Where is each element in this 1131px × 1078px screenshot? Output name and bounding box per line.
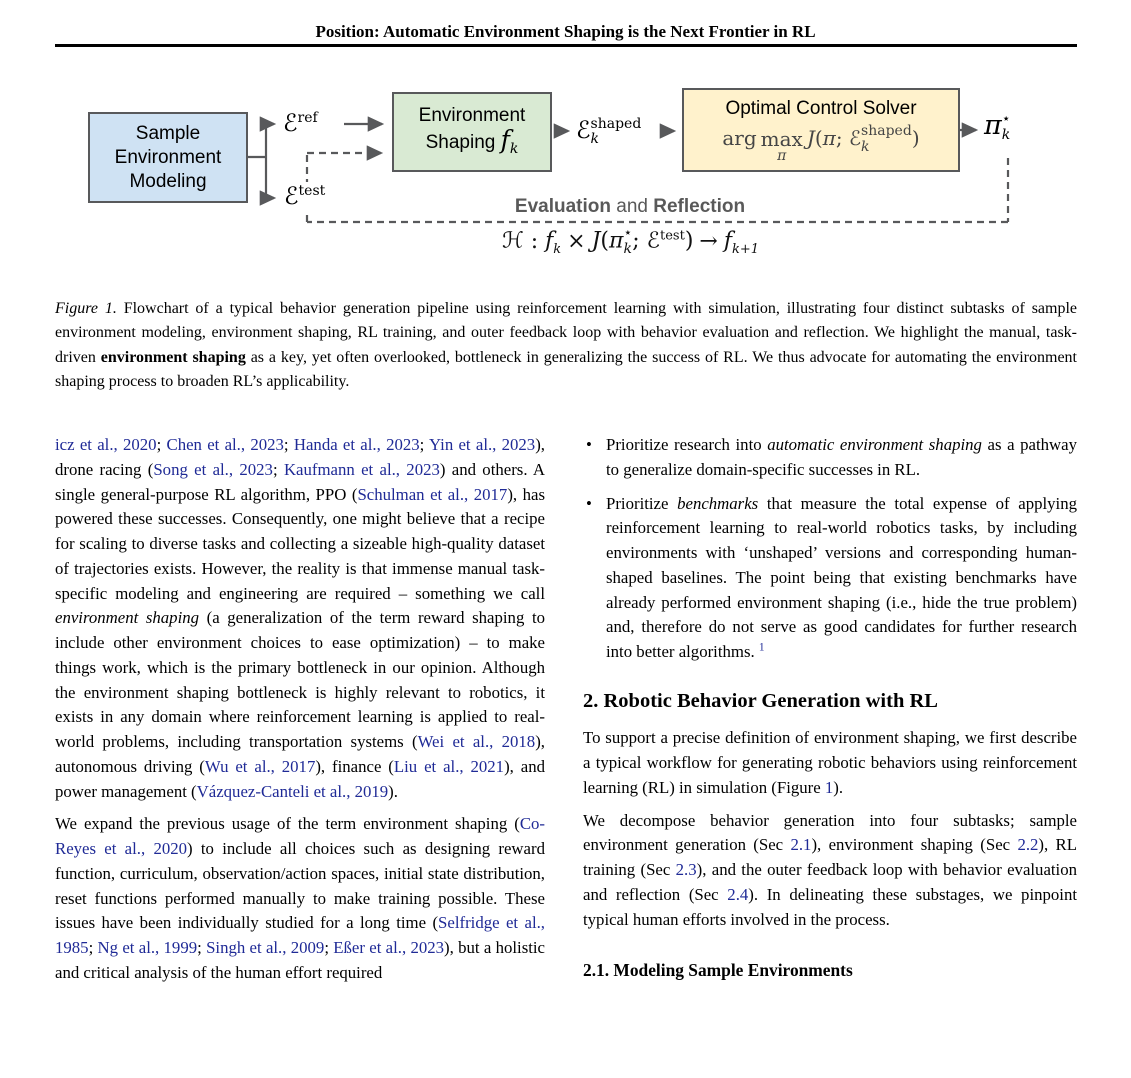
citation-link[interactable]: Vázquez-Canteli et al., 2019 bbox=[196, 781, 389, 801]
citation-link[interactable]: Wu et al., 2017 bbox=[204, 756, 316, 776]
citation-link[interactable]: Chen et al., 2023 bbox=[166, 435, 284, 454]
figure-flowchart: Sample Environment Modeling Environment … bbox=[0, 0, 1131, 290]
paragraph: icz et al., 2020; Chen et al., 2023; Han… bbox=[55, 435, 546, 801]
citation-link[interactable]: Singh et al., 2009 bbox=[206, 938, 325, 957]
paragraph: To support a precise definition of envir… bbox=[583, 728, 1077, 797]
citation-link[interactable]: Selfridge et al., 1985 bbox=[55, 913, 546, 957]
citation-link[interactable]: 2.1 bbox=[790, 835, 812, 855]
citation-link[interactable]: Ng et al., 1999 bbox=[97, 938, 198, 957]
page-header-title: Position: Automatic Environment Shaping … bbox=[315, 22, 816, 41]
environment-shaping-box: Environment Shaping fk bbox=[392, 92, 552, 172]
pi-star-label: π⋆k bbox=[984, 110, 1011, 143]
e-ref-label: ℰref bbox=[283, 109, 318, 137]
bullet-marker: • bbox=[586, 493, 592, 513]
citation-link[interactable]: 2.3 bbox=[675, 860, 697, 880]
citation-link[interactable]: icz et al., 2020 bbox=[55, 435, 157, 454]
citation-link[interactable]: Yin et al., 2023 bbox=[428, 435, 536, 454]
bullet-list-item: • Prioritize research into automatic env… bbox=[586, 435, 1077, 479]
f-k-symbol: f bbox=[500, 124, 510, 154]
citation-link[interactable]: 2.4 bbox=[727, 884, 749, 904]
citation-link[interactable]: Handa et al., 2023 bbox=[293, 435, 420, 454]
bullet-list-item: • Prioritize benchmarks that measure the… bbox=[586, 493, 1077, 662]
e-test-label: ℰtest bbox=[281, 182, 329, 211]
left-column: icz et al., 2020; Chen et al., 2023; Han… bbox=[55, 433, 545, 994]
subsection-heading: 2.1. Modeling Sample Environments bbox=[583, 960, 853, 981]
bullet-marker: • bbox=[586, 435, 592, 454]
citation-link[interactable]: Wei et al., 2018 bbox=[417, 732, 536, 751]
citation-link[interactable]: Schulman et al., 2017 bbox=[357, 484, 508, 504]
citation-link[interactable]: Kaufmann et al., 2023 bbox=[283, 459, 440, 479]
evaluation-reflection-label: Evaluation and Reflection bbox=[514, 196, 746, 217]
citation-link[interactable]: Song et al., 2023 bbox=[153, 459, 273, 479]
citation-link[interactable]: 1 bbox=[824, 777, 834, 797]
header-rule bbox=[55, 44, 1077, 47]
section-heading: 2. Robotic Behavior Generation with RL bbox=[583, 689, 938, 712]
citation-link[interactable]: 2.2 bbox=[1017, 835, 1039, 855]
citation-link[interactable]: Co-Reyes et al., 2020 bbox=[55, 814, 545, 858]
right-column: • Prioritize research into automatic env… bbox=[583, 433, 1077, 983]
flowchart-connectors bbox=[246, 116, 1010, 224]
paragraph: We decompose behavior generation into fo… bbox=[583, 810, 1077, 929]
reflection-equation: ℋ:fk×J(π⋆k; ℰtest)→fk+1 bbox=[501, 225, 760, 258]
citation-link[interactable]: Eßer et al., 2023 bbox=[333, 938, 445, 957]
citation-link[interactable]: 1 bbox=[758, 641, 765, 654]
citation-link[interactable]: Liu et al., 2021 bbox=[393, 756, 505, 776]
figure-caption: Figure 1. Flowchart of a typical behavio… bbox=[55, 300, 1078, 391]
sample-environment-modeling-box: Sample Environment Modeling bbox=[88, 112, 248, 203]
paragraph: We expand the previous usage of the term… bbox=[55, 814, 546, 982]
